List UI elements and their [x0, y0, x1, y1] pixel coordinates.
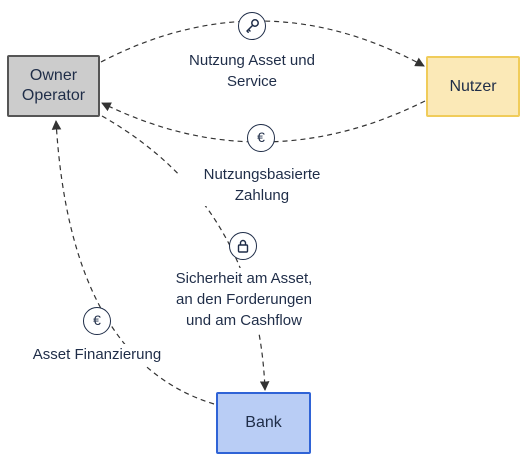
edge-payment-arrow [101, 100, 426, 143]
bank-label: Bank [245, 414, 282, 431]
edge-security-arrow [101, 115, 270, 391]
euro-icon: € [83, 307, 111, 335]
key-icon [238, 12, 266, 40]
edge-security-label: Sicherheit am Asset, an den Forderungen … [150, 268, 338, 331]
edge-payment-label: Nutzungsbasierte Zahlung [180, 164, 344, 206]
bank-node: Bank [216, 392, 311, 454]
owner-operator-label: Owner Operator [21, 67, 86, 104]
edge-usage-arrow [100, 20, 425, 67]
lock-icon [229, 232, 257, 260]
euro-icon: € [247, 124, 275, 152]
owner-operator-node: Owner Operator [7, 55, 100, 117]
nutzer-node: Nutzer [426, 56, 520, 117]
nutzer-label: Nutzer [449, 77, 497, 95]
edge-financing-label: Asset Finanzierung [18, 344, 176, 365]
edge-usage-label: Nutzung Asset und Service [170, 50, 334, 92]
